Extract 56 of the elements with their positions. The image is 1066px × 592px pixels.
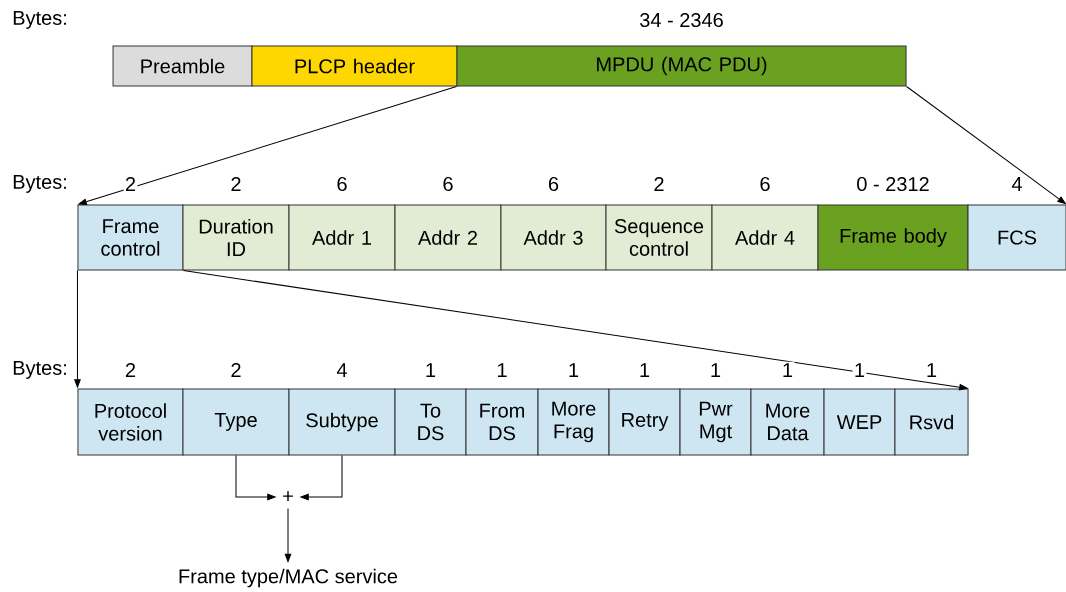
control-field-box: WEP — [823, 388, 896, 456]
plus-sign: + — [283, 491, 293, 501]
byte-count: 1 — [566, 361, 581, 379]
byte-count: 4 — [1010, 175, 1024, 193]
byte-count: 34 - 2346 — [637, 11, 726, 29]
byte-count: 1 — [708, 361, 723, 379]
header-field-box: Addr 1 — [288, 204, 396, 271]
control-field-box: To DS — [394, 388, 467, 456]
arrow — [74, 270, 81, 388]
byte-count: 1 — [423, 361, 438, 379]
header-field-box: Frame body — [817, 204, 969, 271]
control-field-box: More Frag — [537, 388, 610, 456]
arrow — [300, 455, 343, 501]
frame-segment: PLCP header — [251, 45, 458, 87]
byte-count: 2 — [652, 175, 666, 193]
control-field-box: Protocol version — [77, 388, 184, 456]
byte-count: 1 — [780, 361, 795, 379]
byte-count: 0 - 2312 — [855, 175, 932, 193]
control-field-box: Pwr Mgt — [679, 388, 752, 456]
header-field-box: FCS — [967, 204, 1066, 271]
frame-segment: Preamble — [112, 45, 253, 87]
result-text: Frame type/MAC service — [179, 568, 398, 588]
arrow — [906, 86, 1066, 205]
byte-count: 6 — [758, 175, 772, 193]
row-label: Bytes: — [13, 175, 66, 193]
row-label: Bytes: — [13, 11, 66, 29]
arrow — [183, 270, 968, 391]
byte-count: 6 — [546, 175, 561, 193]
arrow — [284, 507, 292, 563]
header-field-box: Frame control — [77, 204, 184, 271]
header-field-box: Addr 3 — [500, 204, 607, 271]
byte-count: 6 — [335, 175, 349, 193]
byte-count: 1 — [495, 361, 509, 379]
control-field-box: Rsvd — [894, 388, 969, 456]
byte-count: 2 — [123, 361, 138, 379]
control-field-box: Type — [182, 388, 290, 456]
header-field-box: Addr 2 — [394, 204, 502, 271]
frame-segment: MPDU (MAC PDU) — [456, 45, 907, 87]
byte-count: 2 — [123, 175, 138, 193]
byte-count: 6 — [441, 175, 455, 193]
header-field-box: Sequence control — [605, 204, 713, 271]
control-field-box: More Data — [750, 388, 825, 456]
arrow — [235, 455, 276, 501]
byte-count: 1 — [924, 361, 939, 379]
row-label: Bytes: — [13, 361, 66, 379]
header-field-box: Duration ID — [182, 204, 290, 271]
arrow — [78, 86, 457, 205]
byte-count: 4 — [335, 361, 349, 379]
byte-count: 2 — [229, 361, 243, 379]
byte-count: 1 — [852, 361, 867, 379]
byte-count: 2 — [229, 175, 243, 193]
header-field-box: Addr 4 — [711, 204, 819, 271]
control-field-box: From DS — [465, 388, 539, 456]
control-field-box: Subtype — [288, 388, 396, 456]
control-field-box: Retry — [608, 388, 681, 456]
byte-count: 1 — [637, 361, 652, 379]
